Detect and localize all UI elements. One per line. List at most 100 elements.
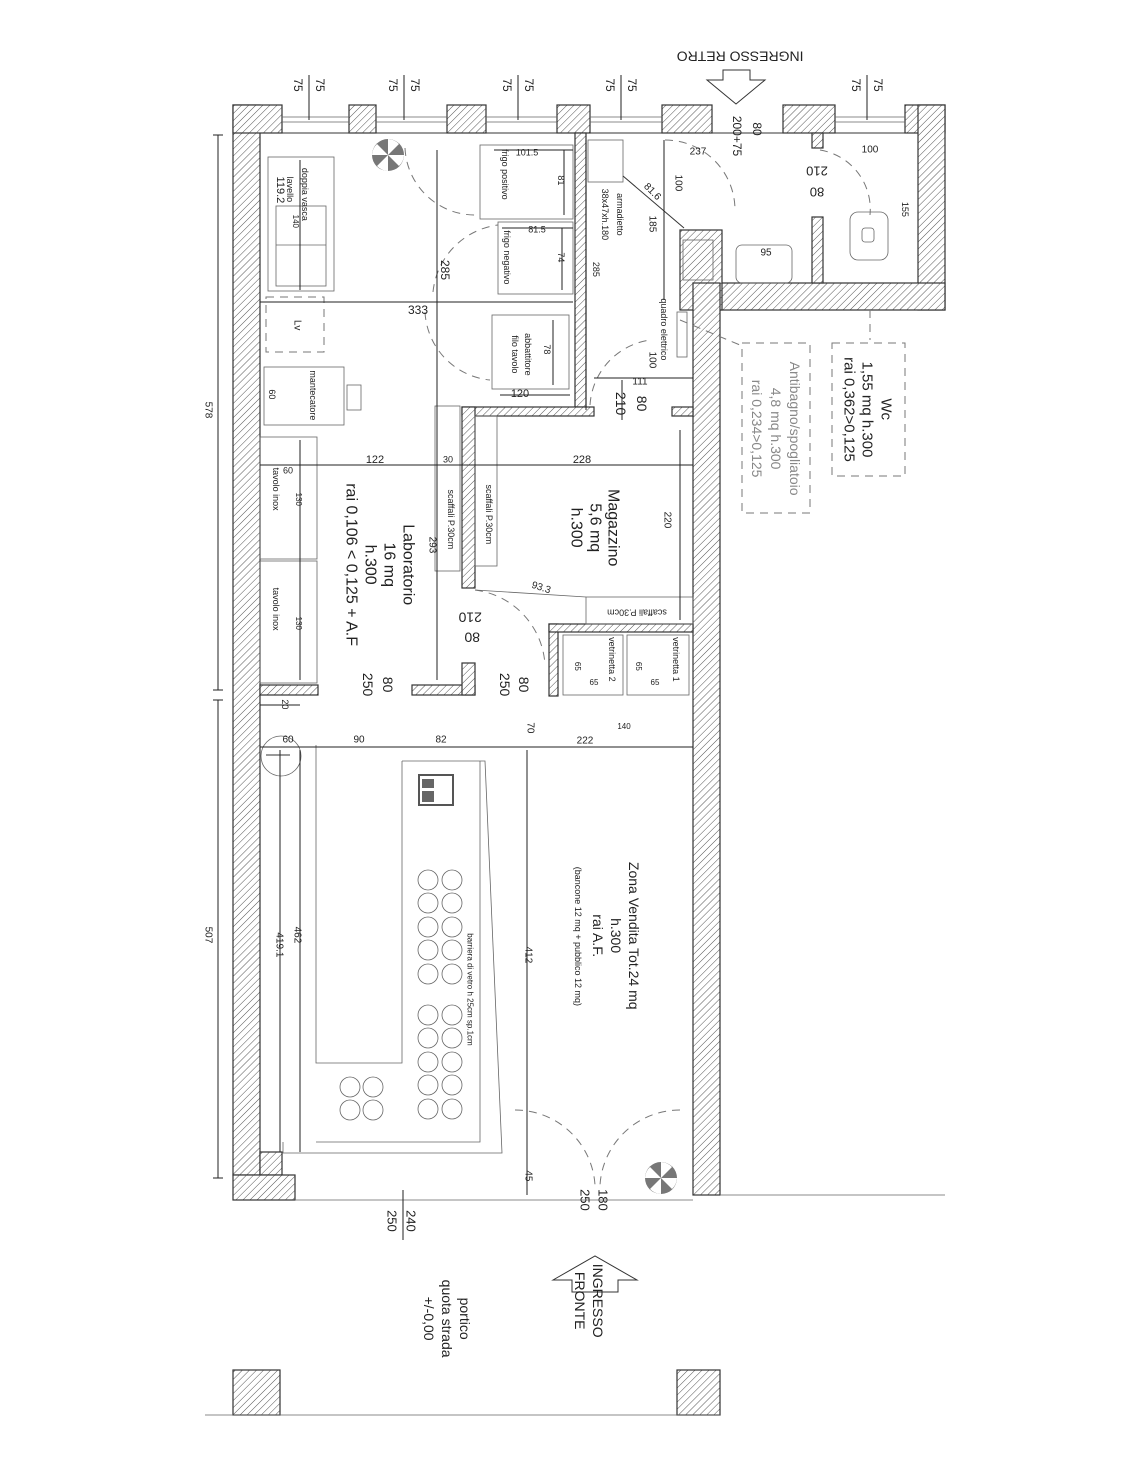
dishwasher-label: Lv (292, 320, 303, 331)
room-area: 4,8 mq h.300 (768, 388, 784, 470)
dim-label: 90 (353, 735, 365, 746)
labels: INGRESSO RETRO 75 75 75 75 75 75 75 75 7… (203, 49, 910, 1358)
dim-label: 462 (292, 927, 303, 944)
locker-size-label: 38x47xh.180 (600, 189, 610, 241)
fan-icon (372, 139, 404, 171)
room-height: h.300 (568, 508, 585, 548)
fridge-label: frigo negativo (502, 230, 512, 284)
room-area: 5,6 mq (586, 503, 603, 552)
dim-label: 140 (291, 215, 300, 229)
top-dimension-ticks (308, 75, 868, 120)
entrance-front-label: FRONTE (572, 1272, 588, 1330)
counter (282, 760, 503, 1154)
dim-label: 80 (810, 184, 824, 199)
dim-label: 75 (522, 78, 536, 92)
dim-label: 75 (408, 78, 422, 92)
room-area: 1,55 mq h.300 (859, 362, 876, 458)
dimension-lines (260, 140, 693, 1195)
dim-label: 240 (404, 1210, 419, 1232)
dim-label: 78 (542, 344, 552, 354)
electrical-panel (676, 311, 688, 358)
shelves-storage (474, 415, 498, 567)
dim-label: 70 (525, 722, 536, 734)
dim-label: 65 (651, 678, 660, 687)
dim-label: 75 (603, 78, 617, 92)
dim-label: 100 (862, 145, 879, 156)
dim-label: 60 (267, 389, 277, 399)
dim-label: 185 (647, 216, 658, 233)
portico-label: portico (457, 1298, 473, 1340)
toilet (849, 211, 889, 261)
dim-label: 100 (673, 175, 684, 192)
dim-label: 74 (556, 252, 566, 262)
gelato-well-circles (339, 869, 463, 1121)
dim-label: 82 (435, 735, 447, 746)
dim-label: 228 (573, 454, 591, 466)
dim-label: 60 (283, 465, 293, 475)
room-note: (bancone 12 mq + pubblico 12 mq) (573, 867, 583, 1006)
dim-label: 60 (282, 735, 294, 746)
dim-label: 250 (497, 673, 513, 697)
side-dimension-line (213, 134, 223, 1179)
cash-register-icon (418, 774, 454, 806)
dim-label: 75 (386, 78, 400, 92)
room-rai: rai A.F. (590, 914, 606, 957)
entrance-rear-arrow (705, 69, 767, 105)
door-swings (404, 139, 871, 1186)
electrical-panel-label: quadro elettrico (659, 298, 669, 360)
dim-label: 20 (280, 699, 290, 709)
entrance-rear-label: INGRESSO RETRO (677, 49, 804, 65)
showcase-label: vetrinetta 2 (607, 637, 617, 682)
dim-label: 80 (634, 396, 650, 412)
dim-label: 285 (438, 260, 452, 280)
washbasin (735, 244, 793, 284)
steel-table-2 (259, 560, 318, 684)
fridge-positive (479, 144, 574, 220)
chiller-label: filo tavolo (510, 335, 520, 373)
dim-label: 111 (632, 377, 648, 388)
showcase-label: vetrinetta 1 (671, 637, 681, 682)
locker-label: armadietto (615, 193, 625, 236)
dim-label: 210 (458, 610, 482, 626)
dim-label: 180 (596, 1189, 611, 1211)
shelves-label: scaffali P.30cm (446, 490, 456, 550)
label-box (741, 342, 811, 514)
dim-label: 81.5 (528, 224, 546, 234)
shelves-lab (434, 405, 461, 572)
windows (205, 116, 945, 1416)
dim-label: 75 (291, 78, 305, 92)
dim-label: 250 (360, 673, 376, 697)
dim-label: 122 (366, 454, 384, 466)
room-rai: rai 0,234>0,125 (749, 380, 765, 478)
dim-label: 75 (313, 78, 327, 92)
sink-label: lavello (285, 177, 295, 203)
dim-label: 130 (294, 617, 303, 631)
ice-cream-machine (263, 366, 345, 426)
steel-table-1 (259, 436, 318, 560)
dim-label: 222 (577, 736, 594, 747)
dim-label: 75 (625, 78, 639, 92)
dim-label: 210 (613, 392, 629, 416)
dim-label: 81.6 (641, 181, 663, 203)
room-height: h.300 (608, 918, 624, 953)
room-height: h.300 (362, 545, 379, 585)
dim-label: 210 (806, 163, 828, 178)
sink-label: doppia vasca (300, 168, 310, 221)
table-label: tavolo inox (271, 468, 281, 512)
dim-label: 101.5 (516, 147, 539, 157)
dim-label: 75 (849, 78, 863, 92)
glass-barrier-label: barriera di vetro h 25cm sp.1cm (466, 933, 475, 1046)
room-rai: rai 0,362>0,125 (841, 357, 858, 462)
dim-label: 507 (203, 927, 214, 944)
room-name-wc: Wc (878, 398, 895, 420)
dim-label: 155 (900, 202, 910, 217)
fan-icon (645, 1162, 677, 1194)
dim-label: 285 (591, 262, 601, 277)
dim-label: 81 (556, 175, 566, 185)
dim-label: 293 (427, 537, 438, 554)
double-sink (267, 156, 335, 292)
fridge-label: frigo positivo (500, 149, 510, 200)
showcase-1 (626, 634, 690, 696)
locker (587, 139, 624, 183)
